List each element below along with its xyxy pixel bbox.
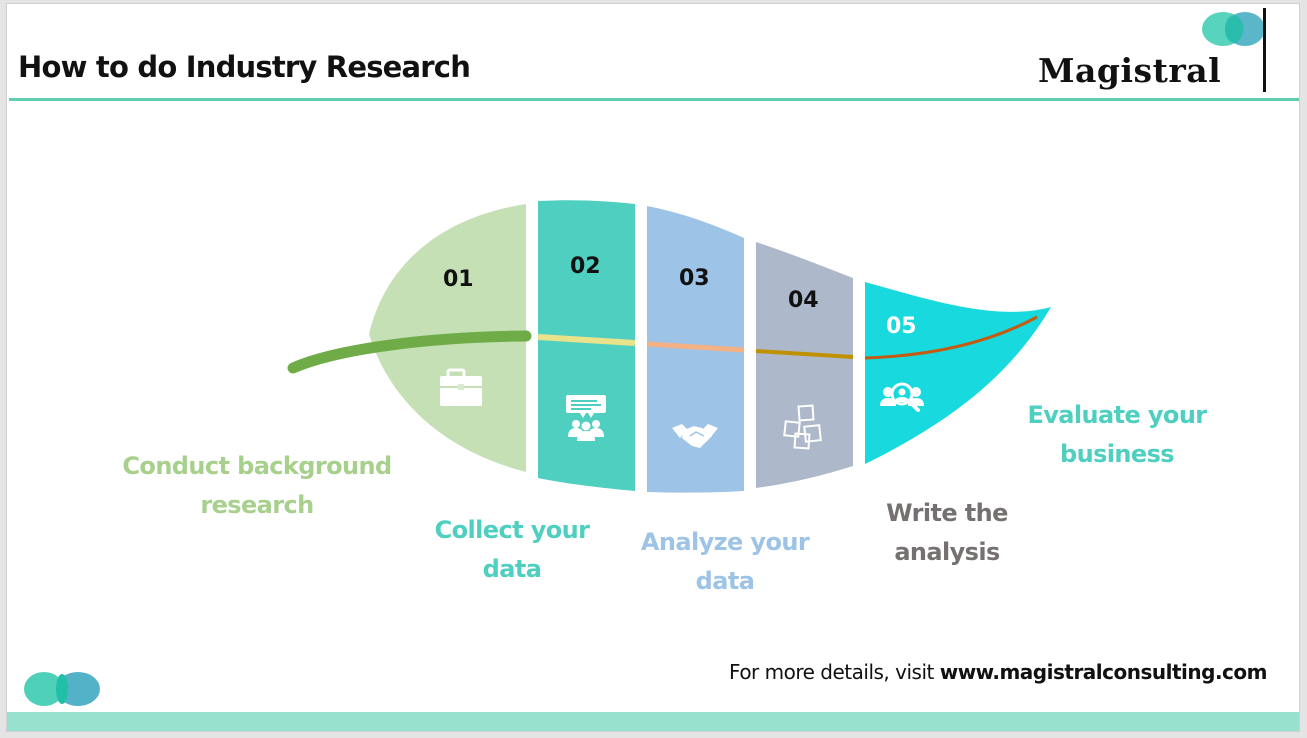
step-label-04: Write the analysis xyxy=(886,499,1008,566)
footer-band xyxy=(7,712,1299,731)
step-number-02: 02 xyxy=(570,254,601,279)
page-title: How to do Industry Research xyxy=(18,50,471,84)
step-number-04: 04 xyxy=(788,288,819,313)
briefcase-icon xyxy=(440,368,482,406)
segment-05 xyxy=(865,282,1051,464)
step-label-02: Collect your data xyxy=(434,516,590,583)
step-label-01: Conduct background research xyxy=(122,452,392,519)
step-number-01: 01 xyxy=(443,267,474,292)
logo-divider xyxy=(1263,8,1266,92)
footer-logo-circles-icon xyxy=(24,672,100,706)
title-divider xyxy=(9,98,1299,101)
leaf-process-diagram xyxy=(287,200,1051,493)
search-people-icon xyxy=(880,382,924,412)
logo-text: Magistral xyxy=(1038,51,1222,90)
step-number-03: 03 xyxy=(679,266,710,291)
website-link[interactable]: www.magistralconsulting.com xyxy=(939,660,1268,684)
meeting-presentation-icon xyxy=(566,395,606,441)
slide: How to do Industry Research Magistral xyxy=(6,3,1300,732)
footer-contact: For more details, visit www.magistralcon… xyxy=(729,660,1267,684)
handshake-icon xyxy=(672,424,718,448)
leaf-stem xyxy=(287,330,532,374)
footer-prefix: For more details, visit xyxy=(729,660,940,684)
step-number-05: 05 xyxy=(886,314,917,339)
step-label-05: Evaluate your business xyxy=(1027,401,1207,468)
magistral-logo: Magistral xyxy=(1034,9,1284,97)
logo-circles-icon xyxy=(1202,12,1265,46)
step-label-03: Analyze your data xyxy=(640,528,810,595)
segment-02 xyxy=(538,200,635,491)
sticky-notes-icon xyxy=(783,404,822,450)
segment-04 xyxy=(756,242,853,488)
